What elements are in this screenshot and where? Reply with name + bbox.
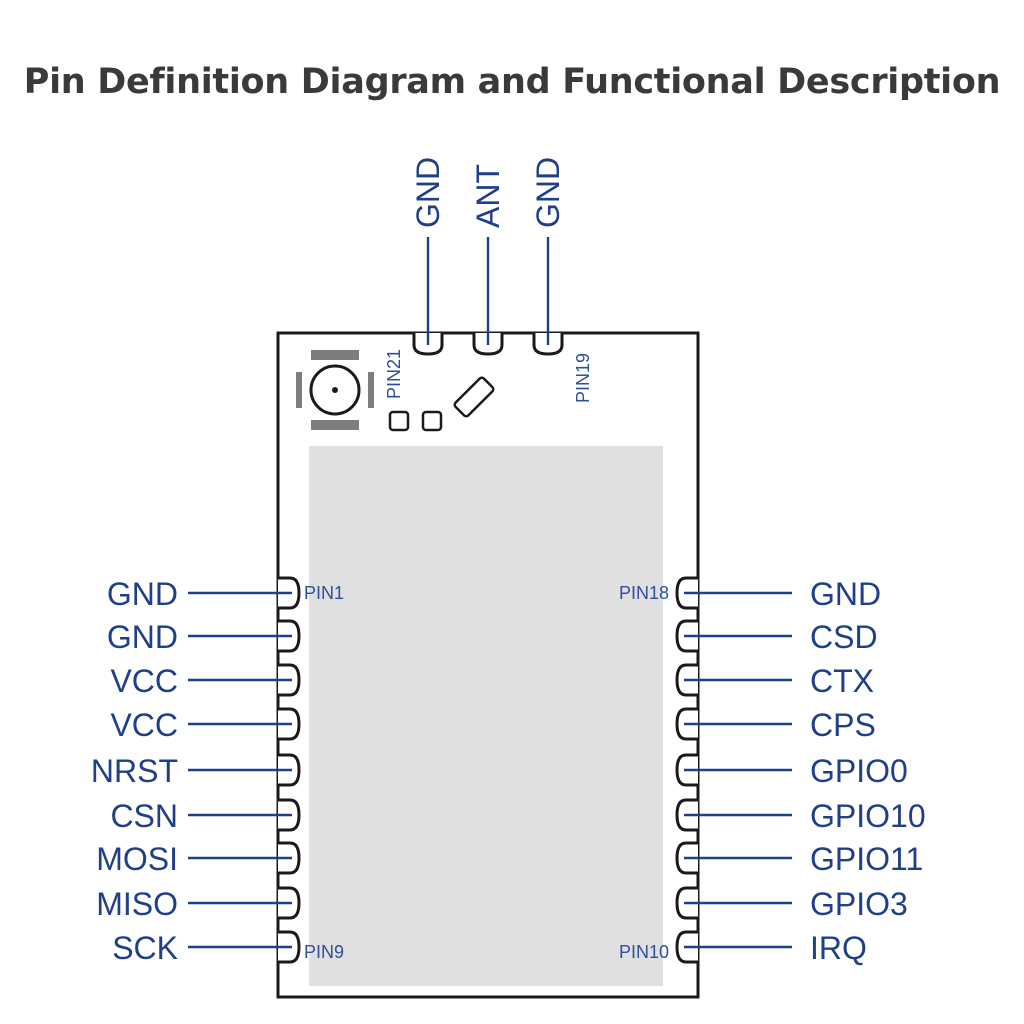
pin-label-left: VCC <box>110 663 178 699</box>
pin-label-left: VCC <box>110 707 178 743</box>
shield-area <box>309 446 663 986</box>
pin-label-top: ANT <box>470 164 506 228</box>
page-title: Pin Definition Diagram and Functional De… <box>23 62 1001 102</box>
pin-label-right: GPIO0 <box>810 753 908 789</box>
pin-label-right: IRQ <box>810 930 867 966</box>
pin-label-right: GPIO3 <box>810 886 908 922</box>
pin-number-top-right: PIN19 <box>573 353 593 403</box>
pin-number-left-last: PIN9 <box>304 942 344 962</box>
component-pad <box>421 410 443 432</box>
pin-label-right: GPIO11 <box>810 841 923 877</box>
component-pad <box>388 410 410 432</box>
pin-label-right: GPIO10 <box>810 798 926 834</box>
pin-label-left: MISO <box>96 886 178 922</box>
pin-label-left: GND <box>107 619 178 655</box>
pin-label-right: CPS <box>810 707 876 743</box>
pin-number-top-left: PIN21 <box>384 349 404 399</box>
pin-number-right-first: PIN18 <box>619 583 669 603</box>
component-chip <box>453 376 495 418</box>
pin-label-right: CSD <box>810 619 878 655</box>
pin-label-left: GND <box>107 576 178 612</box>
pin-label-right: CTX <box>810 663 874 699</box>
pin-label-top: GND <box>530 157 566 228</box>
pin-label-top: GND <box>410 157 446 228</box>
pin-number-left-first: PIN1 <box>304 583 344 603</box>
pin-label-left: SCK <box>112 930 178 966</box>
pin-number-right-last: PIN10 <box>619 942 669 962</box>
antenna-connector-icon <box>296 350 374 430</box>
pin-label-left: NRST <box>91 753 178 789</box>
pin-label-right: GND <box>810 576 881 612</box>
pin-label-left: CSN <box>110 798 178 834</box>
pin-label-left: MOSI <box>96 841 178 877</box>
